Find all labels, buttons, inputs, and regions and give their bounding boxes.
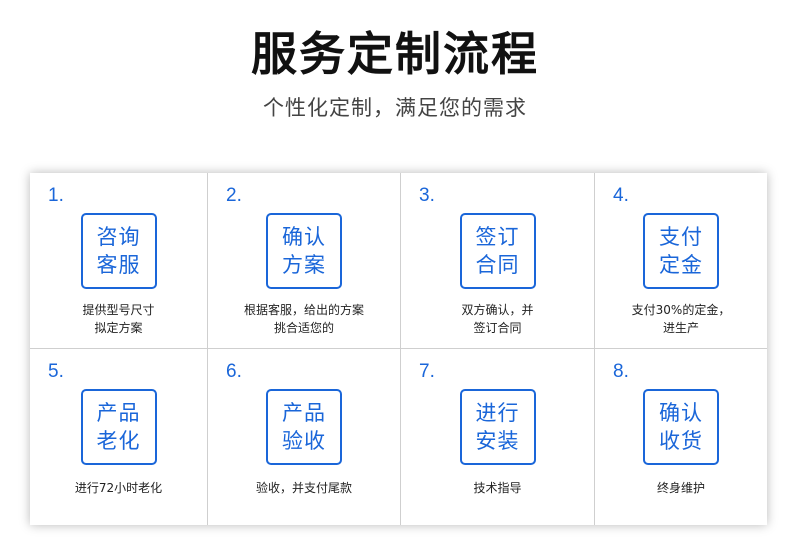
step-description-line: 挑合适您的 (273, 321, 334, 335)
step-label-box: 确认 方案 (266, 213, 342, 289)
process-panel: 1. 咨询 客服 提供型号尺寸 拟定方案 2. 确认 方案 根据客服，给出的方案… (30, 173, 767, 525)
step-description-line: 验收，并支付尾款 (255, 481, 352, 495)
step-label-box: 签订 合同 (459, 213, 536, 289)
step-description-line: 双方确认，并 (461, 303, 534, 317)
step-description: 进行72小时老化 (30, 479, 207, 497)
step-number: 3. (419, 185, 435, 206)
step-label-line: 客服 (96, 253, 141, 277)
step-number: 2. (226, 185, 242, 206)
step-label-line: 咨询 (96, 225, 141, 249)
step-label-line: 产品 (96, 401, 141, 425)
step-label-line: 方案 (282, 253, 326, 277)
step-label-line: 定金 (659, 253, 703, 277)
step-card-6: 6. 产品 验收 验收，并支付尾款 (208, 349, 401, 525)
step-label-box: 咨询 客服 (80, 213, 157, 289)
step-number: 7. (419, 361, 435, 382)
step-card-1: 1. 咨询 客服 提供型号尺寸 拟定方案 (30, 173, 208, 349)
step-number: 5. (48, 361, 64, 382)
step-description: 终身维护 (595, 479, 767, 497)
step-description-line: 进行72小时老化 (74, 481, 163, 495)
step-label-line: 确认 (659, 401, 703, 425)
step-label-box: 确认 收货 (643, 389, 719, 465)
step-description-line: 拟定方案 (94, 321, 143, 335)
step-number: 4. (613, 185, 629, 206)
page-title: 服务定制流程 (251, 27, 539, 81)
step-label-line: 确认 (282, 225, 326, 249)
step-description: 支付30%的定金， 进生产 (595, 301, 767, 337)
step-label-box: 产品 老化 (80, 389, 157, 465)
step-label-line: 签订 (475, 225, 520, 249)
step-description-line: 支付30%的定金， (631, 303, 731, 317)
process-grid: 1. 咨询 客服 提供型号尺寸 拟定方案 2. 确认 方案 根据客服，给出的方案… (30, 173, 767, 525)
step-label-line: 验收 (282, 429, 326, 453)
step-label-box: 产品 验收 (266, 389, 342, 465)
step-label-line: 产品 (282, 401, 326, 425)
step-description-line: 终身维护 (656, 481, 705, 495)
step-description-line: 进生产 (662, 321, 699, 335)
step-label-line: 安装 (475, 429, 520, 453)
step-label-line: 老化 (96, 429, 141, 453)
step-label-line: 进行 (475, 401, 520, 425)
step-card-3: 3. 签订 合同 双方确认，并 签订合同 (401, 173, 595, 349)
step-number: 1. (48, 185, 64, 206)
step-card-2: 2. 确认 方案 根据客服，给出的方案 挑合适您的 (208, 173, 401, 349)
step-number: 6. (226, 361, 242, 382)
step-card-4: 4. 支付 定金 支付30%的定金， 进生产 (595, 173, 767, 349)
step-description: 根据客服，给出的方案 挑合适您的 (208, 301, 400, 337)
step-description-line: 技术指导 (473, 481, 522, 495)
step-description-line: 提供型号尺寸 (82, 303, 155, 317)
step-description: 双方确认，并 签订合同 (401, 301, 594, 337)
page-subtitle: 个性化定制，满足您的需求 (263, 96, 527, 120)
step-description: 验收，并支付尾款 (208, 479, 400, 497)
step-description: 提供型号尺寸 拟定方案 (30, 301, 207, 337)
step-number: 8. (613, 361, 629, 382)
step-label-box: 进行 安装 (459, 389, 536, 465)
step-label-line: 合同 (475, 253, 520, 277)
step-card-8: 8. 确认 收货 终身维护 (595, 349, 767, 525)
step-card-5: 5. 产品 老化 进行72小时老化 (30, 349, 208, 525)
step-card-7: 7. 进行 安装 技术指导 (401, 349, 595, 525)
step-label-line: 收货 (659, 429, 703, 453)
step-description: 技术指导 (401, 479, 594, 497)
step-label-box: 支付 定金 (643, 213, 719, 289)
step-description-line: 根据客服，给出的方案 (243, 303, 364, 317)
step-label-line: 支付 (659, 225, 703, 249)
step-description-line: 签订合同 (473, 321, 522, 335)
